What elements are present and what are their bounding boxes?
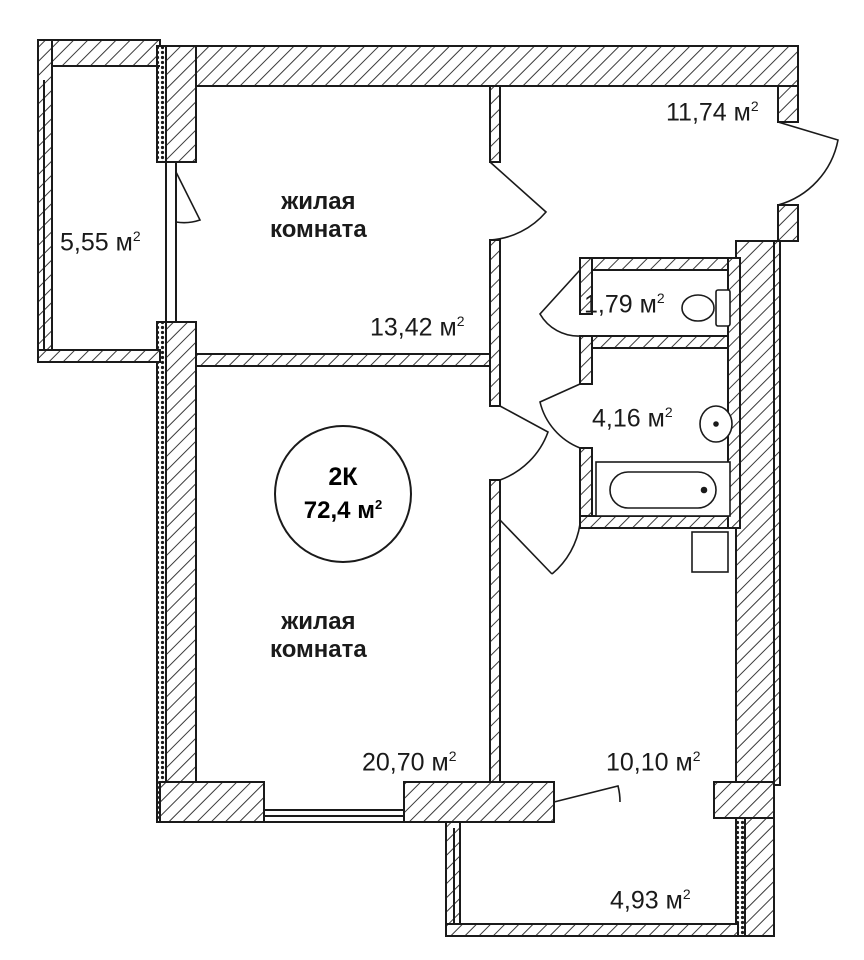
balcony-left-area: 5,55 м2 <box>60 228 141 257</box>
toilet-bowl-icon <box>681 294 715 322</box>
plumbing <box>595 289 733 573</box>
appliance-icon <box>691 531 729 573</box>
living-room-1-name: жилая комната <box>270 188 367 243</box>
interior-walls <box>195 85 741 783</box>
apartment-total-area: 72,4 м2 <box>303 497 383 524</box>
apartment-badge: 2К 72,4 м2 <box>274 425 412 563</box>
exterior-walls <box>37 39 799 937</box>
toilet-area: 1,79 м2 <box>584 290 665 319</box>
living-room-2-name: жилая комната <box>270 608 367 663</box>
toilet-tank-icon <box>715 289 731 327</box>
balcony-bottom <box>445 821 739 937</box>
window-openings <box>165 161 405 823</box>
living-room-2-area: 20,70 м2 <box>362 748 457 777</box>
hallway-area: 11,74 м2 <box>666 98 759 127</box>
living-room-1-area: 13,42 м2 <box>370 313 465 342</box>
balcony-bottom-area: 4,93 м2 <box>610 886 691 915</box>
bathroom-area: 4,16 м2 <box>592 404 673 433</box>
apartment-type: 2К <box>328 463 358 491</box>
door-swings <box>175 121 839 803</box>
balcony-left <box>37 39 161 363</box>
corridor-area: 10,10 м2 <box>606 748 701 777</box>
